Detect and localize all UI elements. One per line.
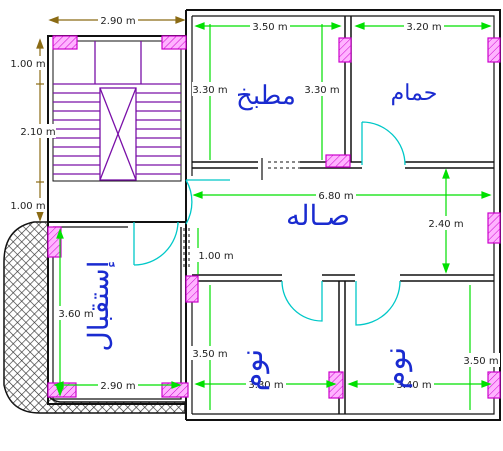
window-bath-right (487, 37, 501, 63)
doors (133, 121, 406, 326)
window-kitchen-side (338, 37, 352, 63)
dim-corridor-gap: 1.00 m (198, 251, 233, 262)
window-kitchen-bottom (325, 154, 351, 168)
dim-bedroom-left-width: 3.30 m (248, 380, 283, 391)
door-bedroom-left (281, 280, 323, 322)
room-bedroom-left-label: نوم (235, 349, 270, 391)
room-bathroom-label: حمام (391, 81, 438, 106)
room-kitchen-label: مطبخ (236, 81, 296, 111)
room-hall-label: صـاله (286, 199, 350, 232)
walls (47, 9, 501, 421)
dim-reception-depth: 3.60 m (58, 309, 93, 320)
dim-bathroom-width: 3.20 m (406, 22, 441, 33)
dim-kitchen-width: 3.50 m (252, 22, 287, 33)
dim-hall-depth: 2.40 m (428, 219, 463, 230)
window-reception-mid (185, 275, 199, 303)
door-bedroom-right (355, 280, 401, 326)
window-stair-left (52, 35, 78, 50)
room-labels: مطبخ حمام صـاله إستقبال نوم نوم (82, 81, 437, 391)
dim-bedroom-right-depth: 3.50 m (463, 356, 498, 367)
door-reception (133, 221, 179, 266)
room-bedroom-right-label: نوم (378, 347, 413, 389)
dim-stair-width: 2.90 m (100, 16, 135, 27)
dim-stair-top-gap: 1.00 m (10, 59, 45, 70)
staircase (53, 41, 181, 181)
dim-bedroom-left-depth: 3.50 m (192, 349, 227, 360)
dim-stair-length: 2.10 m (20, 127, 55, 138)
dim-kitchen-depth-right: 3.30 m (304, 85, 339, 96)
window-stair-right (161, 35, 187, 50)
door-stair (185, 179, 230, 225)
dim-bedroom-right-width: 3.40 m (396, 380, 431, 391)
dim-reception-width: 2.90 m (100, 381, 135, 392)
door-bathroom (361, 121, 406, 166)
window-bed-right (487, 371, 501, 399)
dim-kitchen-depth-left: 3.30 m (192, 85, 227, 96)
window-hall-right (487, 212, 501, 244)
room-reception-label: إستقبال (82, 260, 115, 351)
dim-hall-width: 6.80 m (318, 191, 353, 202)
dimension-labels: 2.90 m 1.00 m 2.10 m 1.00 m 3.50 m 3.30 … (10, 13, 500, 392)
dim-stair-bottom-gap: 1.00 m (10, 201, 45, 212)
